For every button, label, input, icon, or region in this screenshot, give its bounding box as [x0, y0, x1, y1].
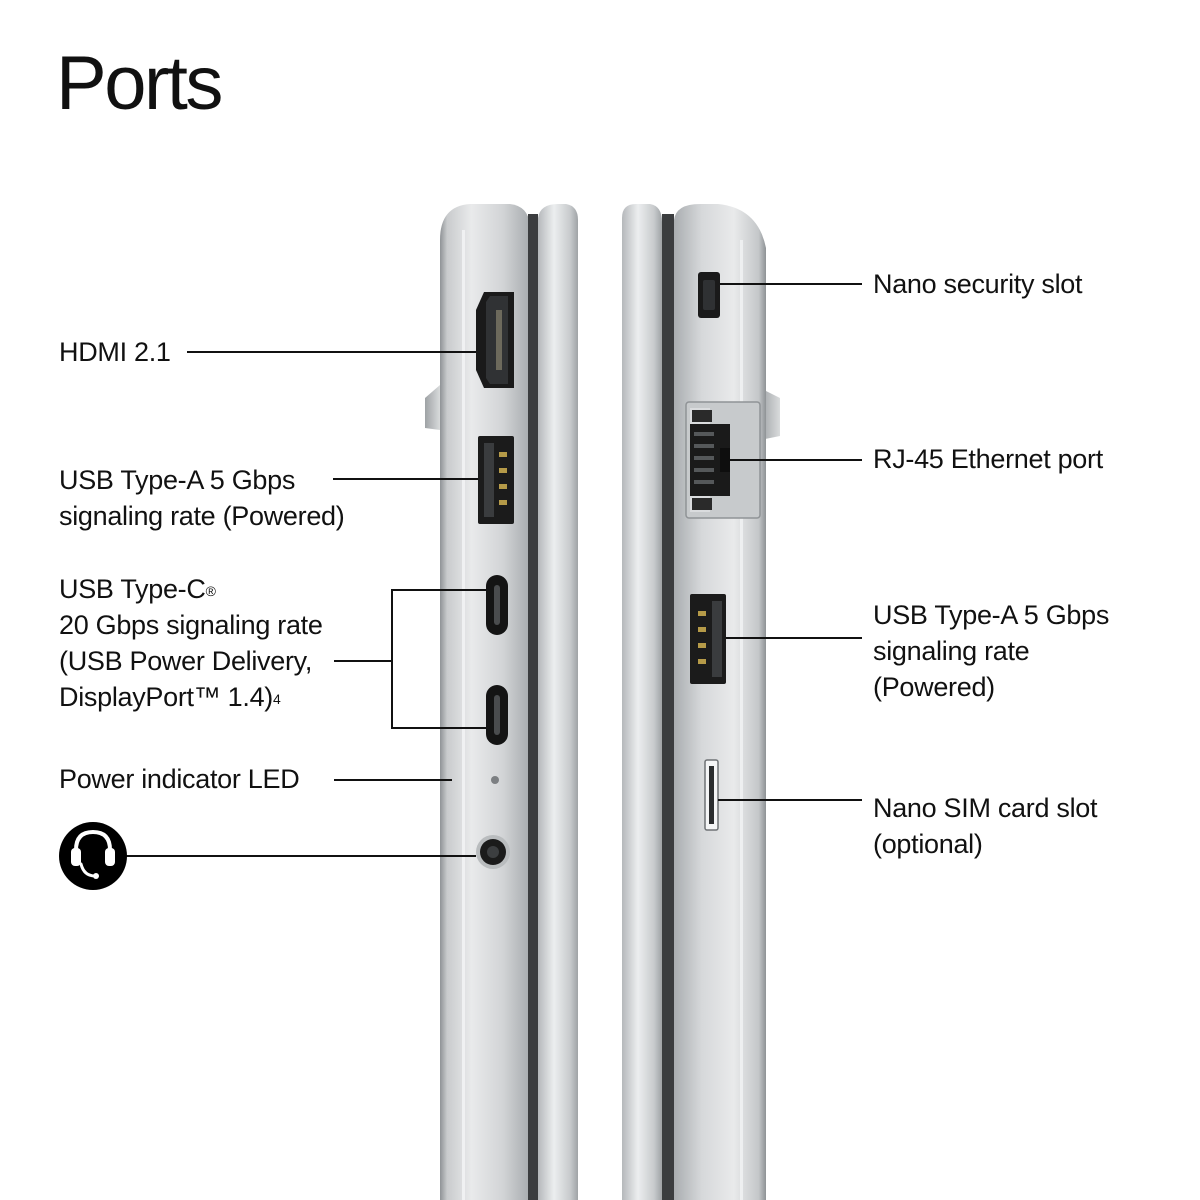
security-slot-label: Nano security slot [873, 269, 1083, 299]
nano-sim-slot [704, 759, 719, 831]
power-led [491, 776, 499, 784]
right-seam [662, 214, 674, 1200]
left-lid [538, 204, 578, 1200]
right-laptop-side [622, 204, 780, 1200]
right-base-body [674, 204, 766, 1200]
page-title: Ports [56, 41, 223, 126]
power-led-label: Power indicator LED [59, 764, 300, 794]
headset-icon [59, 822, 127, 890]
right-highlight [740, 240, 743, 1200]
audio-jack [476, 835, 510, 869]
rj45-port [685, 401, 761, 519]
usb-c-label: USB Type-C® 20 Gbps signaling rate (USB … [59, 574, 323, 712]
hdmi-port [476, 292, 514, 388]
leader-lines [126, 283, 862, 857]
left-highlight [462, 230, 465, 1200]
leader-usb-c-bracket [391, 589, 486, 729]
nano-security-slot [698, 272, 720, 318]
usb-a-port-left [478, 436, 514, 524]
rj45-label: RJ-45 Ethernet port [873, 444, 1103, 474]
sim-slot-label: Nano SIM card slot (optional) [873, 793, 1098, 859]
left-hinge [425, 385, 440, 430]
left-laptop-side [425, 204, 578, 1200]
usb-a-left-label: USB Type-A 5 Gbps signaling rate (Powere… [59, 465, 345, 531]
usb-c-port-1 [486, 575, 508, 635]
usb-a-right-label: USB Type-A 5 Gbps signaling rate (Powere… [873, 600, 1110, 702]
left-seam [528, 214, 538, 1200]
hdmi-label: HDMI 2.1 [59, 337, 171, 367]
right-lid [622, 204, 662, 1200]
usb-c-port-2 [486, 685, 508, 745]
usb-a-port-right [690, 594, 726, 684]
